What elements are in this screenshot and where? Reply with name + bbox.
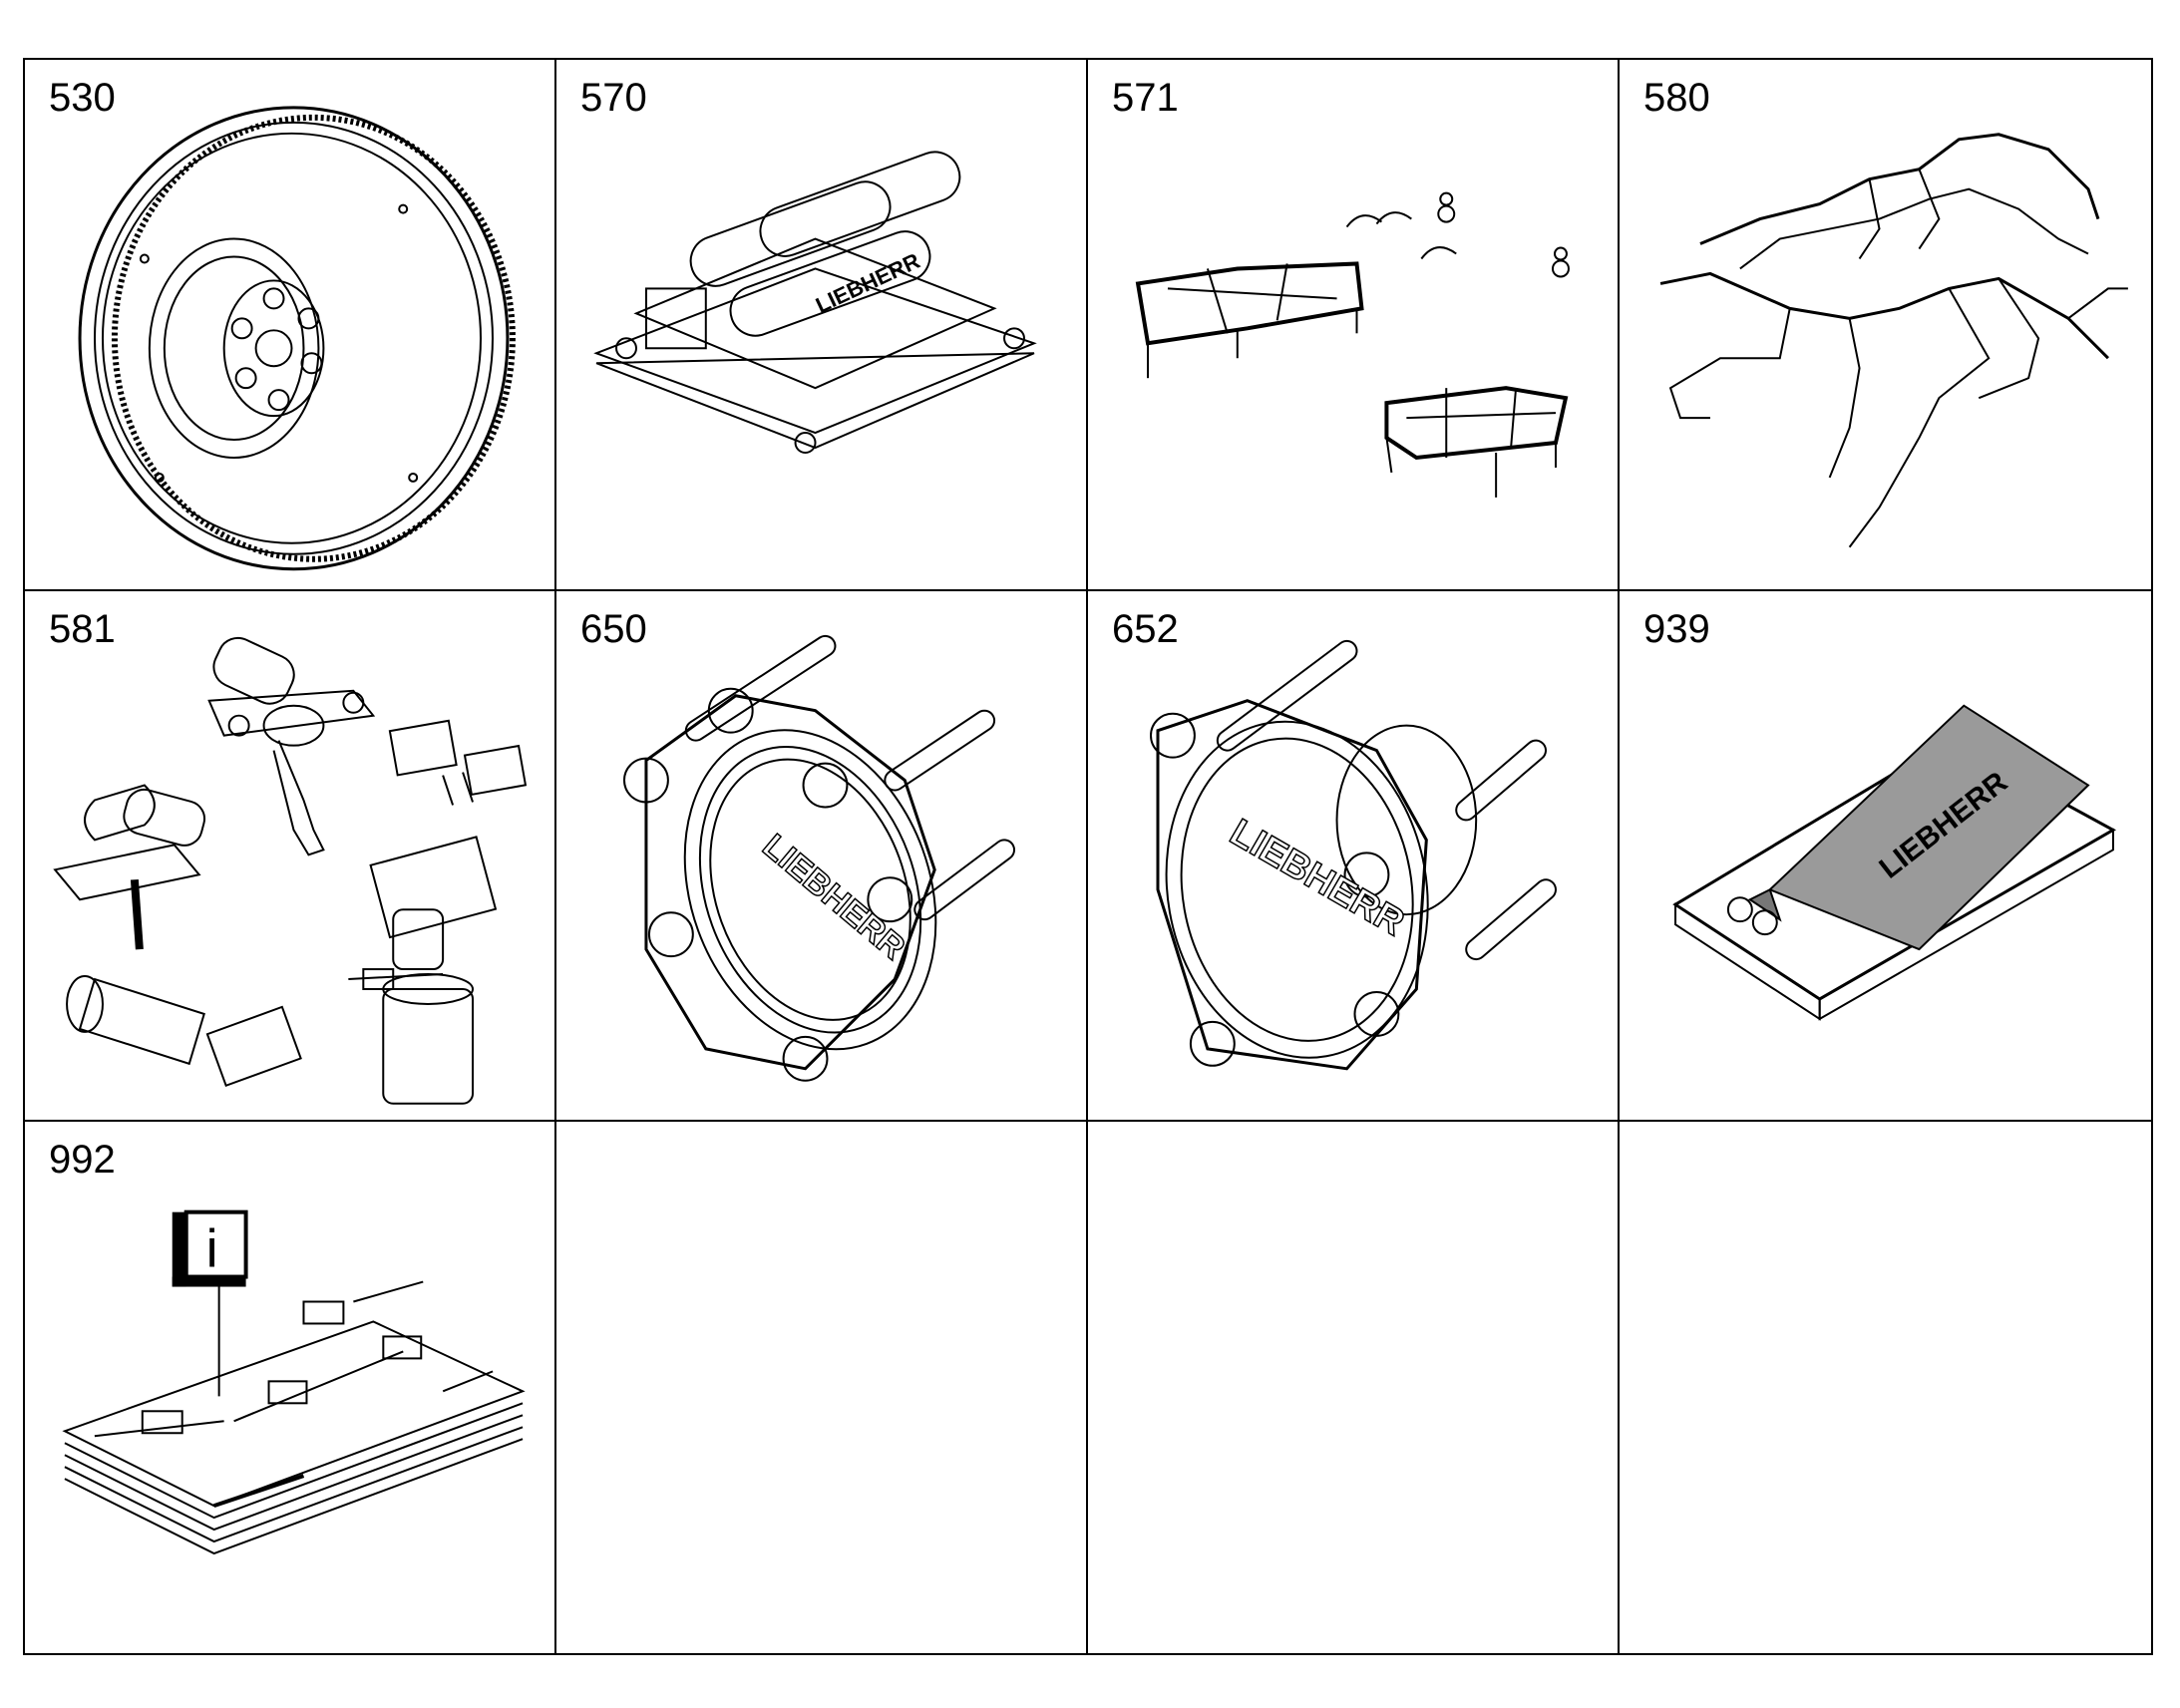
grid-cell-530[interactable]: 530 bbox=[25, 60, 556, 591]
grid-cell-581[interactable]: 581 bbox=[25, 590, 556, 1123]
logo-text: LIEBHERR bbox=[756, 827, 912, 967]
grid-cell-652[interactable]: 652 LIEBHERR bbox=[1088, 590, 1620, 1123]
sealing-kit-icon: LIEBHERR bbox=[1672, 704, 2116, 1021]
info-glyph: i bbox=[206, 1219, 218, 1279]
cell-number: 570 bbox=[580, 76, 647, 120]
grid-cell-580[interactable]: 580 bbox=[1620, 60, 2151, 591]
flywheel-icon bbox=[78, 106, 516, 571]
cell-number: 652 bbox=[1112, 606, 1179, 651]
grid-cell-571[interactable]: 571 bbox=[1088, 60, 1620, 591]
grid-cell-650[interactable]: 650 LIEBHERR bbox=[556, 590, 1088, 1123]
grid-cell-570[interactable]: 570 LIEBHERR bbox=[556, 60, 1088, 591]
cell-number: 581 bbox=[49, 606, 116, 651]
flange-housing-icon: LIEBHERR bbox=[622, 634, 1016, 1082]
wiring-harness-icon bbox=[1659, 133, 2128, 548]
cell-number: 571 bbox=[1112, 76, 1179, 120]
valve-block-icon: LIEBHERR bbox=[593, 151, 1037, 454]
grid-cell-empty bbox=[1088, 1122, 1620, 1653]
flange-housing-icon: LIEBHERR bbox=[1150, 639, 1557, 1071]
grid-cell-992[interactable]: 992 i bbox=[25, 1122, 556, 1653]
cell-number: 939 bbox=[1643, 606, 1710, 651]
grid-cell-empty bbox=[1620, 1122, 2151, 1653]
brackets-icon bbox=[1135, 191, 1570, 498]
grid-cell-empty bbox=[556, 1122, 1088, 1653]
info-documents-icon: i bbox=[62, 1209, 526, 1555]
sensors-icon bbox=[53, 636, 528, 1105]
cell-number: 650 bbox=[580, 606, 647, 651]
logo-text: LIEBHERR bbox=[1223, 811, 1411, 943]
grid-cell-939[interactable]: 939 LIEBHERR bbox=[1620, 591, 2151, 1123]
cell-number: 580 bbox=[1643, 76, 1710, 120]
parts-grid: 530 570 LIEBHERR bbox=[23, 58, 2153, 1655]
cell-number: 530 bbox=[49, 76, 116, 120]
cell-number: 992 bbox=[49, 1138, 116, 1183]
